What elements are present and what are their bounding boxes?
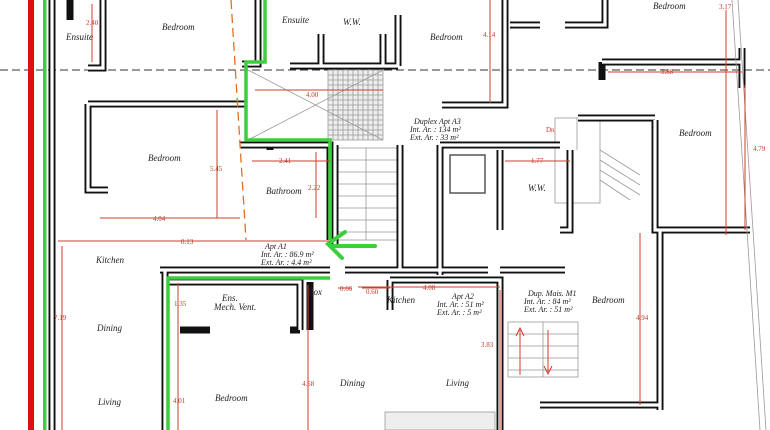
boundary-red-line: [28, 0, 34, 430]
down-label: Dn: [546, 126, 555, 134]
apt-a2-info: Apt A2 Int. Ar. : 51 m² Ext. Ar. : 5 m²: [436, 292, 484, 317]
lift-shaft: [449, 154, 486, 194]
dimension-label: 5.45: [210, 165, 223, 173]
apt-ext-area: Ext. Ar. : 33 m²: [409, 133, 459, 142]
room-label: Bedroom: [162, 22, 195, 32]
dimension-label: 4.94: [636, 314, 649, 322]
apt-ext-area: Ext. Ar. : 4.4 m²: [260, 258, 312, 267]
apt-a1-green-outline: [166, 0, 332, 430]
balcony-grid: [384, 411, 496, 430]
room-label: Bedroom: [592, 295, 625, 305]
room-label: Kitchen: [95, 255, 124, 265]
dimension-label: 1.77: [531, 157, 544, 165]
staircase-a: [334, 147, 398, 241]
room-label: Ensuite: [281, 15, 309, 25]
dimension-label: 3.17: [719, 3, 732, 11]
room-label: W.W.: [343, 17, 361, 27]
dimension-label: 2.41: [279, 157, 292, 165]
apt-name: Dup. Mais. M1: [527, 289, 576, 298]
room-label: Bedroom: [148, 153, 181, 163]
room-label: Dining: [339, 378, 366, 388]
dimension-label: 4.01: [173, 397, 186, 405]
room-label: Kitchen: [386, 295, 415, 305]
apt-int-area: Int. Ar. : 84 m²: [523, 297, 571, 306]
dimension-label: 8.13: [181, 238, 194, 246]
room-label: Dining: [96, 323, 123, 333]
room-label: Bedroom: [430, 32, 463, 42]
dimension-label: 4.58: [302, 380, 315, 388]
room-label: W.W.: [528, 183, 546, 193]
green-arrow: [324, 230, 377, 260]
dimension-label: 0.66: [340, 285, 353, 293]
staircase-m1: [507, 321, 579, 378]
room-label: Ensuite: [65, 32, 93, 42]
apt-name: Apt A1: [264, 242, 287, 251]
dimension-label: 0.60: [366, 288, 379, 296]
apt-name: Apt A2: [451, 292, 474, 301]
dimension-label: 4.08: [423, 284, 436, 292]
apt-a3-info: Duplex Apt A3 Int. Ar. : 134 m² Ext. Ar.…: [409, 117, 461, 142]
dimension-label: 4.04: [153, 215, 166, 223]
room-label: Living: [97, 397, 122, 407]
dimension-labels: 2.40 4.14 3.17 4.00 3.88 4.79 1.77 5.45 …: [54, 3, 766, 405]
dimension-label: 1.35: [174, 300, 187, 308]
apt-ext-area: Ext. Ar. : 5 m²: [436, 308, 482, 317]
dimension-lines: [58, 0, 746, 430]
dimension-label: 2.22: [308, 184, 321, 192]
room-label: Bedroom: [653, 1, 686, 11]
lift-grid: [327, 69, 384, 141]
void-cross: [247, 69, 384, 141]
room-label: Bedroom: [215, 393, 248, 403]
apt-ext-area: Ext. Ar. : 51 m²: [523, 305, 573, 314]
dimension-label: 4.79: [753, 145, 766, 153]
room-label: Mech. Vent.: [213, 302, 256, 312]
walls: [48, 0, 767, 430]
setback-dashed-line: [230, 0, 247, 241]
boundary-green-line: [43, 0, 47, 430]
apt-name: Duplex Apt A3: [413, 117, 461, 126]
apt-int-area: Int. Ar. : 86.9 m²: [260, 250, 314, 259]
room-label: Bedroom: [679, 128, 712, 138]
room-label: Bathroom: [266, 186, 302, 196]
dimension-label: 4.14: [483, 31, 496, 39]
dimension-label: 7.19: [54, 314, 67, 322]
apt-a1-info: Apt A1 Int. Ar. : 86.9 m² Ext. Ar. : 4.4…: [260, 242, 314, 267]
apt-int-area: Int. Ar. : 51 m²: [436, 300, 484, 309]
room-label: Box: [308, 287, 322, 297]
dimension-label: 3.88: [661, 68, 674, 76]
dimension-label: 3.83: [481, 341, 494, 349]
dimension-label: 4.00: [306, 91, 319, 99]
maisonette-m1-info: Dup. Mais. M1 Int. Ar. : 84 m² Ext. Ar. …: [523, 289, 576, 314]
dimension-label: 2.40: [86, 19, 99, 27]
room-label: Ens.: [221, 293, 238, 303]
apt-int-area: Int. Ar. : 134 m²: [409, 125, 461, 134]
room-label: Living: [445, 378, 470, 388]
